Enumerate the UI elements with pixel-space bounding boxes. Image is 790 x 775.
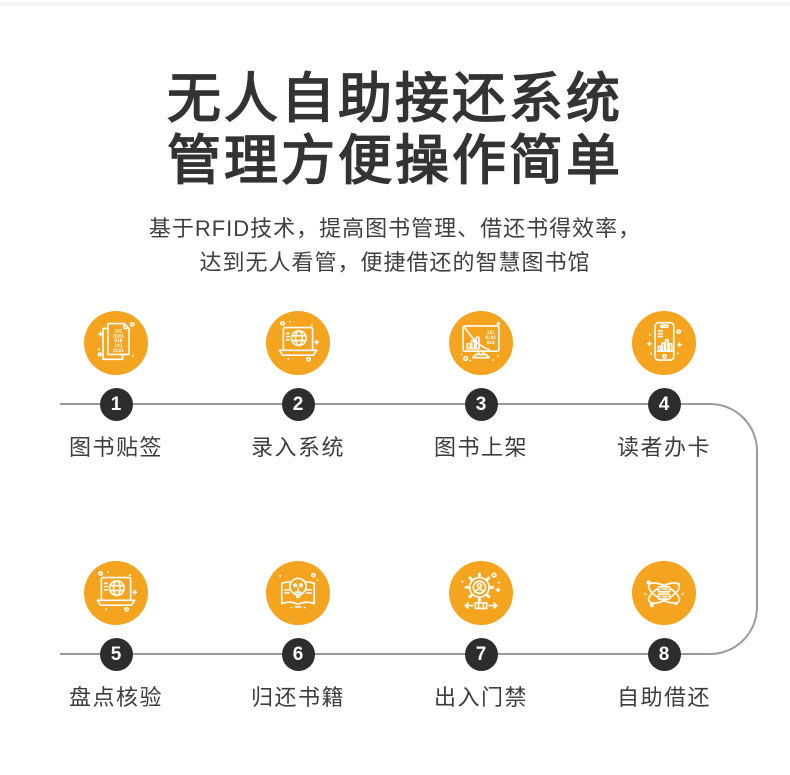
step-7-number: 7 (464, 638, 498, 671)
step-8-number: 8 (647, 638, 681, 671)
gear-user-icon (449, 561, 513, 625)
page-subtitle: 基于RFID技术，提高图书管理、借还书得效率， 达到无人看管，便捷借还的智慧图书… (0, 212, 790, 280)
step-2: 2 录入系统 (218, 300, 378, 462)
step-3-label: 图书上架 (433, 435, 528, 460)
step-3-number: 3 (464, 388, 498, 421)
step-5-number: 5 (99, 638, 133, 671)
page-title-line1: 无人自助接还系统 (167, 69, 623, 129)
binary-text: 0101 (113, 348, 124, 354)
binary-text: 010 (114, 338, 122, 344)
step-3: 101 0101 010 3 图书上架 (401, 300, 561, 462)
binary-text: 010 (487, 340, 495, 346)
step-8: 8 自助借还 (584, 550, 744, 712)
binary-document-icon: 101 0101 010 101 0101 (84, 311, 148, 375)
step-1-label: 图书贴签 (68, 435, 163, 460)
subtitle-line2: 达到无人看管，便捷借还的智慧图书馆 (199, 250, 591, 275)
step-6: 6 归还书籍 (218, 550, 378, 712)
step-5-label: 盘点核验 (68, 685, 163, 710)
step-7: 7 出入门禁 (401, 550, 561, 712)
subtitle-line1: 基于RFID技术，提高图书管理、借还书得效率， (148, 216, 642, 241)
binary-text: 101 (114, 328, 122, 334)
step-1-number: 1 (99, 388, 133, 421)
step-8-label: 自助借还 (616, 685, 711, 710)
step-5: 5 盘点核验 (36, 550, 196, 712)
process-flow-diagram: 101 0101 010 101 0101 1 图书贴签 (0, 300, 790, 740)
step-4-number: 4 (647, 388, 681, 421)
page-title-line2: 管理方便操作简单 (167, 131, 623, 191)
step-2-label: 录入系统 (250, 435, 345, 460)
header: 无人自助接还系统 管理方便操作简单 基于RFID技术，提高图书管理、借还书得效率… (0, 68, 790, 280)
phone-chart-icon (632, 311, 696, 375)
step-1: 101 0101 010 101 0101 1 图书贴签 (36, 300, 196, 462)
atom-server-icon (632, 561, 696, 625)
laptop-globe-icon (84, 561, 148, 625)
flow-connector-line (60, 403, 758, 655)
binary-text: 0101 (113, 333, 124, 339)
step-6-number: 6 (281, 638, 315, 671)
binary-text: 0101 (485, 335, 496, 341)
step-6-label: 归还书籍 (250, 685, 345, 710)
step-4: 4 读者办卡 (584, 300, 744, 462)
binary-text: 101 (114, 343, 122, 349)
laptop-globe-icon (266, 311, 330, 375)
binary-text: 101 (487, 330, 495, 336)
book-bulb-icon (266, 561, 330, 625)
top-divider (0, 2, 790, 6)
step-4-label: 读者办卡 (616, 435, 711, 460)
step-2-number: 2 (281, 388, 315, 421)
step-7-label: 出入门禁 (433, 685, 528, 710)
monitor-chart-icon: 101 0101 010 (449, 311, 513, 375)
